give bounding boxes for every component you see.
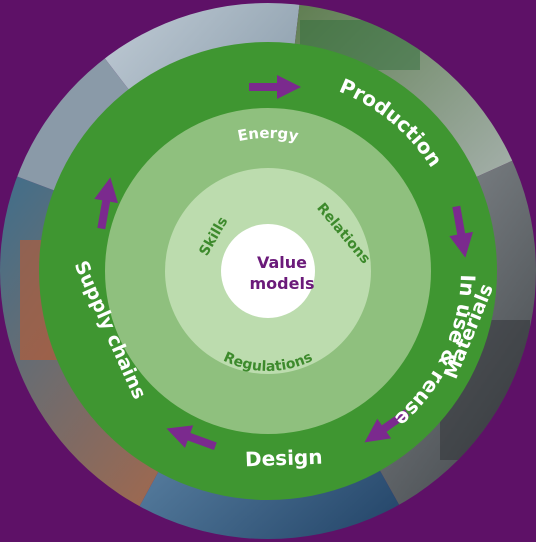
core-label-line1: Value [257, 253, 307, 272]
core-label-line2: models [250, 274, 315, 293]
middle-ring-label-energy: Energy [236, 124, 300, 145]
core-circle [221, 224, 315, 318]
stage-label-design: Design [245, 445, 323, 472]
cycle-arrows [94, 75, 473, 450]
arrow-icon [364, 409, 410, 443]
arrow-icon [449, 205, 473, 258]
arrow-icon [249, 75, 301, 99]
arrow-icon [94, 177, 118, 230]
arrow-icon [166, 425, 217, 450]
